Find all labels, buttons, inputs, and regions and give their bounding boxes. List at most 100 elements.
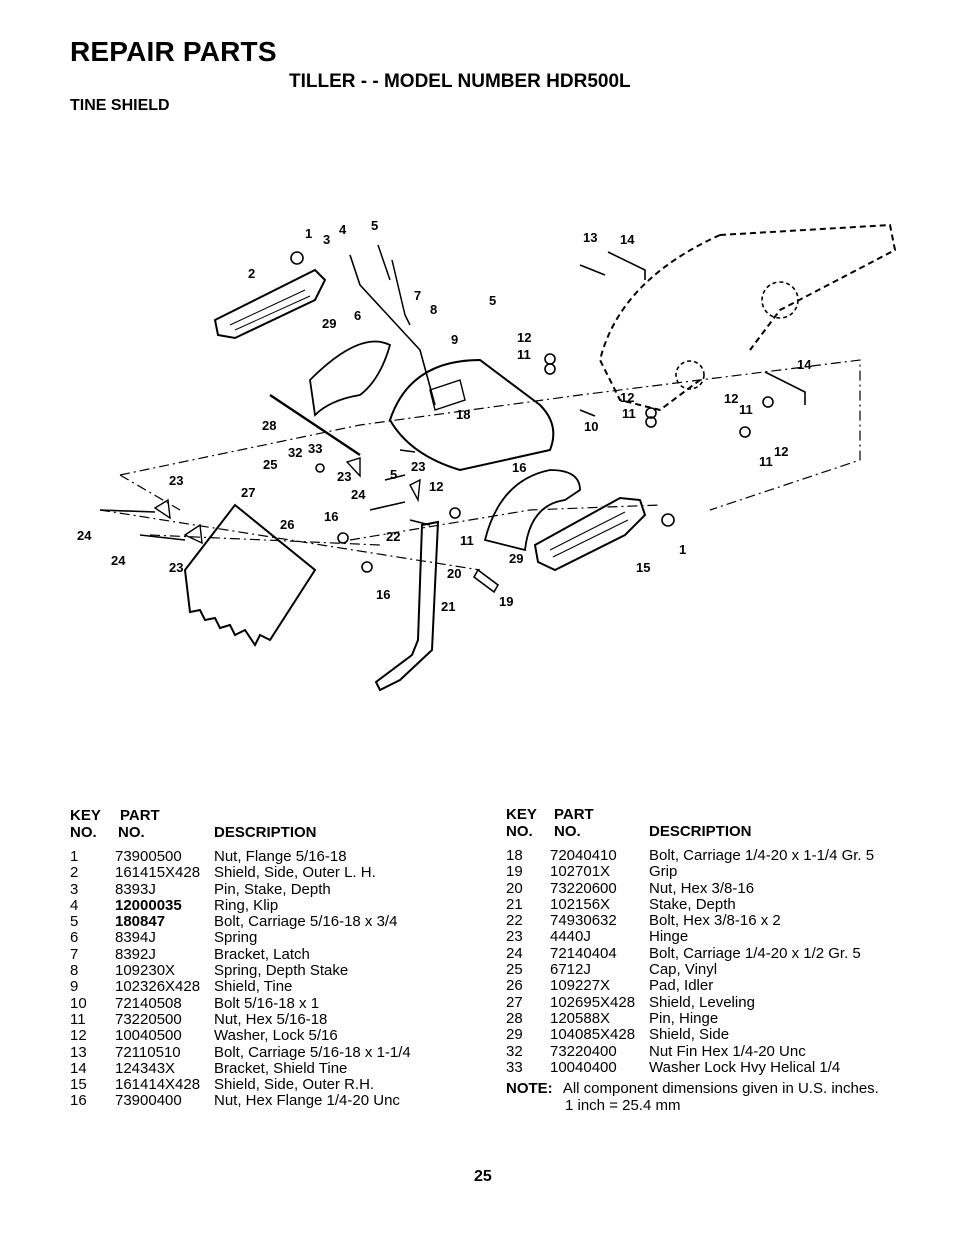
table-header: KEY NO. PART NO. DESCRIPTION xyxy=(70,807,490,841)
key-cell: 18 xyxy=(506,847,523,864)
description-cell: Shield, Side, Outer L. H. xyxy=(214,864,376,882)
callout: 24 xyxy=(351,487,366,502)
callout: 27 xyxy=(241,485,255,500)
part-number-cell: 161415X428 xyxy=(115,864,201,882)
side-shield-right xyxy=(483,469,581,552)
key-cell: 33 xyxy=(506,1058,523,1076)
depth-stake xyxy=(374,520,440,692)
key-cell: 3 xyxy=(70,880,79,898)
description-cell: Pad, Idler xyxy=(649,977,714,995)
callout: 11 xyxy=(739,402,753,417)
callout: 5 xyxy=(489,293,496,308)
callout: 29 xyxy=(322,316,336,331)
description-cell: Shield, Side, Outer R.H. xyxy=(214,1076,375,1094)
description-cell: Bolt, Carriage 5/16-18 x 3/4 xyxy=(214,913,398,931)
part-number-cell: 74930632 xyxy=(550,912,617,930)
header-key: KEY xyxy=(70,807,101,824)
frame-outline xyxy=(719,223,897,351)
key-cell: 9 xyxy=(70,978,79,996)
exploded-parts-diagram: 1 2 3 4 5 6 7 8 9 5 13 14 29 12 11 14 28… xyxy=(60,200,910,760)
key-cell: 32 xyxy=(506,1042,523,1060)
hex-nut-20 xyxy=(449,507,461,519)
callout: 5 xyxy=(390,467,397,482)
washer-lock xyxy=(544,353,556,365)
callout: 11 xyxy=(622,406,636,421)
description-cell: Bolt, Carriage 5/16-18 x 1-1/4 xyxy=(214,1043,411,1061)
part-number-cell: 73220600 xyxy=(550,879,617,897)
flange-nut xyxy=(290,251,304,265)
part-number-cell: 102156X xyxy=(550,895,611,913)
key-cell: 7 xyxy=(70,945,79,963)
key-cell: 19 xyxy=(506,863,523,881)
callout: 5 xyxy=(371,218,378,233)
header-description: DESCRIPTION xyxy=(214,824,317,841)
callout: 24 xyxy=(77,528,92,543)
description-cell: Bolt 5/16-18 x 1 xyxy=(214,994,320,1012)
description-cell: Nut, Hex Flange 1/4-20 Unc xyxy=(214,1092,400,1110)
page-title: REPAIR PARTS xyxy=(70,36,277,67)
description-cell: Nut, Hex 5/16-18 xyxy=(214,1010,328,1028)
callout: 18 xyxy=(456,407,470,422)
nut-32 xyxy=(315,463,325,473)
callout: 13 xyxy=(583,230,597,245)
callout: 3 xyxy=(323,232,330,247)
callout: 23 xyxy=(411,459,425,474)
page-number: 25 xyxy=(474,1168,492,1185)
key-cell: 2 xyxy=(70,864,79,882)
table-body: 18 72040410 Bolt, Carriage 1/4-20 x 1-1/4 … xyxy=(506,847,926,1076)
callout: 1 xyxy=(679,542,686,557)
hinges xyxy=(153,457,421,545)
callout: 15 xyxy=(636,560,650,575)
key-cell: 4 xyxy=(70,896,79,914)
callout: 33 xyxy=(308,441,322,456)
callout: 1 xyxy=(305,226,312,241)
key-cell: 8 xyxy=(70,962,79,980)
description-cell: Cap, Vinyl xyxy=(649,961,718,979)
table-header: KEY NO. PART NO. DESCRIPTION xyxy=(506,806,926,840)
tine-shield xyxy=(388,358,555,472)
frame-outline-lower xyxy=(598,234,721,412)
part-number-cell: 12000035 xyxy=(115,896,182,914)
part-number-cell: 180847 xyxy=(115,913,166,931)
key-cell: 20 xyxy=(506,879,523,897)
part-number-cell: 102326X428 xyxy=(115,978,201,996)
table-row: 18 72040410 Bolt, Carriage 1/4-20 x 1-1/4 … xyxy=(506,847,926,864)
callout: 6 xyxy=(354,308,361,323)
model-subtitle: TILLER - - MODEL NUMBER HDR500L xyxy=(289,71,631,92)
note-line-1: All component dimensions given in U.S. i… xyxy=(562,1080,879,1097)
callout: 11 xyxy=(460,533,474,548)
hex-nut xyxy=(544,363,556,375)
description-cell: Spring xyxy=(214,929,258,947)
callout: 12 xyxy=(620,390,634,405)
callout-labels: 1 2 3 4 5 6 7 8 9 5 13 14 29 12 11 14 28… xyxy=(77,218,812,614)
description-cell: Bracket, Latch xyxy=(214,945,310,963)
key-cell: 13 xyxy=(70,1043,87,1061)
part-number-cell: 72040410 xyxy=(550,847,617,864)
part-number-cell: 124343X xyxy=(115,1059,176,1077)
callout: 8 xyxy=(430,302,437,317)
assembly-line-bolts xyxy=(99,474,481,571)
callout: 9 xyxy=(451,332,458,347)
parts-table-right: KEY NO. PART NO. DESCRIPTION 18 72040410 B… xyxy=(506,806,926,1076)
part-number-cell: 73900400 xyxy=(115,1092,182,1110)
key-cell: 29 xyxy=(506,1026,523,1044)
key-cell: 1 xyxy=(70,848,79,865)
callout: 16 xyxy=(512,460,526,475)
shield-ribs xyxy=(229,289,311,331)
description-cell: Bolt, Carriage 1/4-20 x 1-1/4 Gr. 5 xyxy=(649,847,875,864)
key-cell: 28 xyxy=(506,1009,523,1027)
